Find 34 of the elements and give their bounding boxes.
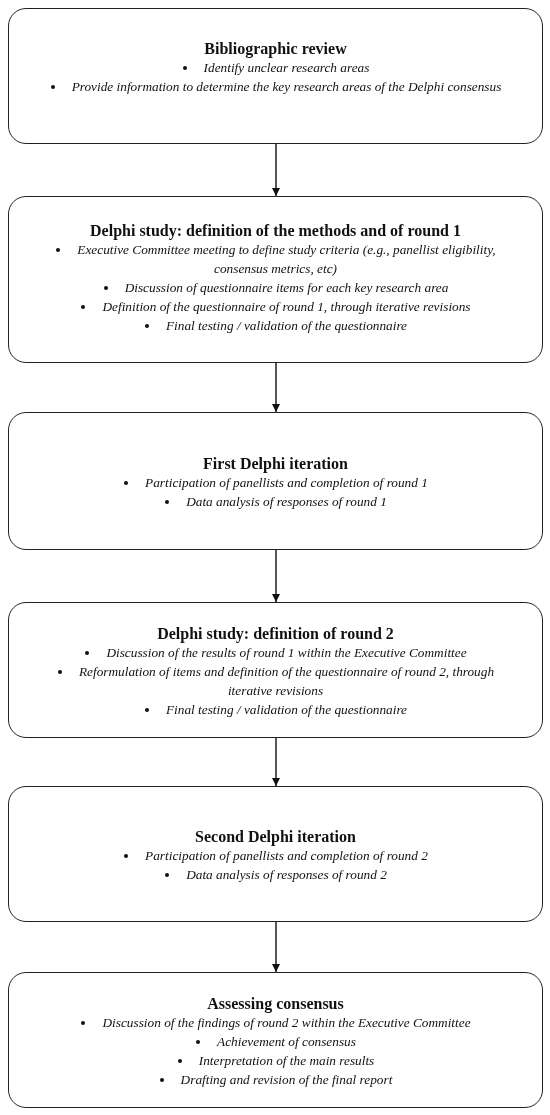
process-box [8,786,543,922]
bullet-text: Discussion of the findings of round 2 within the Executive Committee [102,1015,471,1030]
bullet-text: Final testing / validation of the questionnaire [165,702,407,717]
bullet-text: Drafting and revision of the final report [180,1072,393,1087]
bullet-text: Participation of panellists and completion of round 2 [145,848,428,863]
bullet-text: Executive Committee meeting to define study criteria (e.g., panellist eligibility, consensus metrics, etc) [77,242,496,276]
bullet-text: Participation of panellists and completion of round 1 [145,475,428,490]
process-box [8,8,543,144]
bullet-text: Final testing / validation of the questionnaire [165,318,407,333]
box-heading: Delphi study: definition of the methods and of round 1 [90,221,461,240]
bullet-text: Discussion of the results of round 1 within the Executive Committee [106,645,467,660]
bullet-text: Provide information to determine the key research areas of the Delphi consensus [71,79,502,94]
process-box [8,602,543,738]
arrow [272,549,280,603]
arrow [272,362,280,413]
process-box [8,196,543,363]
bullet-text: Discussion of questionnaire items for each key research area [124,280,449,295]
bullet-text: Achievement of consensus [217,1034,356,1049]
bullet-text: Data analysis of responses of round 2 [186,867,387,882]
bullet-text: Reformulation of items and definition of the questionnaire of round 2, through iterative revisions [78,664,495,698]
process-box [8,972,543,1108]
bullet-text: Identify unclear research areas [203,60,370,75]
box-heading: Assessing consensus [207,994,344,1013]
box-heading: Bibliographic review [204,39,347,58]
process-box [8,412,543,550]
arrow [272,921,280,973]
bullet-text: Definition of the questionnaire of round 1, through iterative revisions [102,299,471,314]
box-heading: Delphi study: definition of round 2 [157,624,394,643]
arrow [272,737,280,787]
bullet-text: Interpretation of the main results [198,1053,375,1068]
box-heading: First Delphi iteration [203,454,348,473]
bullet-text: Data analysis of responses of round 1 [186,494,387,509]
box-heading: Second Delphi iteration [195,827,356,846]
arrow [272,143,280,197]
